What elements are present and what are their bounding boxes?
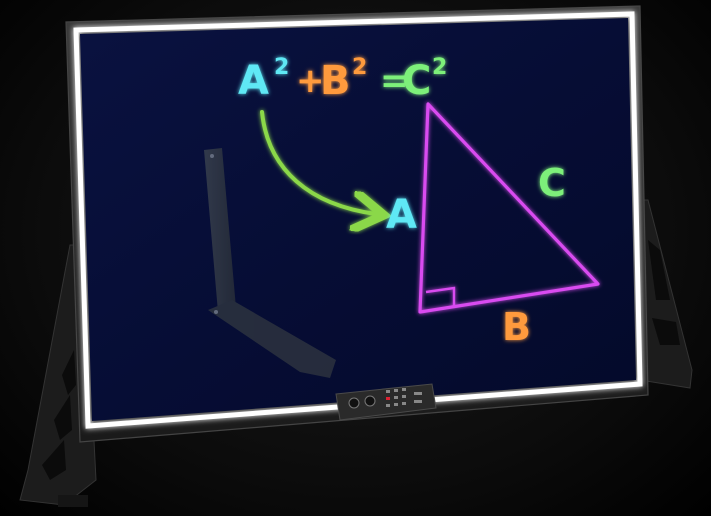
triangle-label-a: A — [386, 192, 417, 238]
equation-plus: + — [296, 61, 325, 101]
button-grid-icon — [386, 388, 422, 407]
right-triangle — [418, 102, 600, 314]
equation-term-b: B — [320, 58, 351, 104]
curved-arrow — [260, 110, 376, 214]
triangle-label-c: C — [538, 161, 566, 205]
right-angle-marker — [425, 286, 456, 308]
equation-term-a: A — [238, 58, 269, 104]
equation: A 2 + B 2 = C 2 — [238, 55, 447, 104]
equation-exponent-c: 2 — [432, 55, 447, 80]
equation-exponent-b: 2 — [352, 55, 367, 80]
screen-glow-border — [73, 11, 643, 429]
equation-equals: = — [380, 61, 409, 101]
equation-exponent-a: 2 — [274, 55, 289, 80]
equation-term-c: C — [402, 58, 431, 104]
control-panel-icon — [335, 383, 437, 421]
mounting-bracket — [204, 148, 336, 378]
speaker-icon — [348, 395, 376, 409]
triangle-label-b: B — [502, 305, 531, 349]
